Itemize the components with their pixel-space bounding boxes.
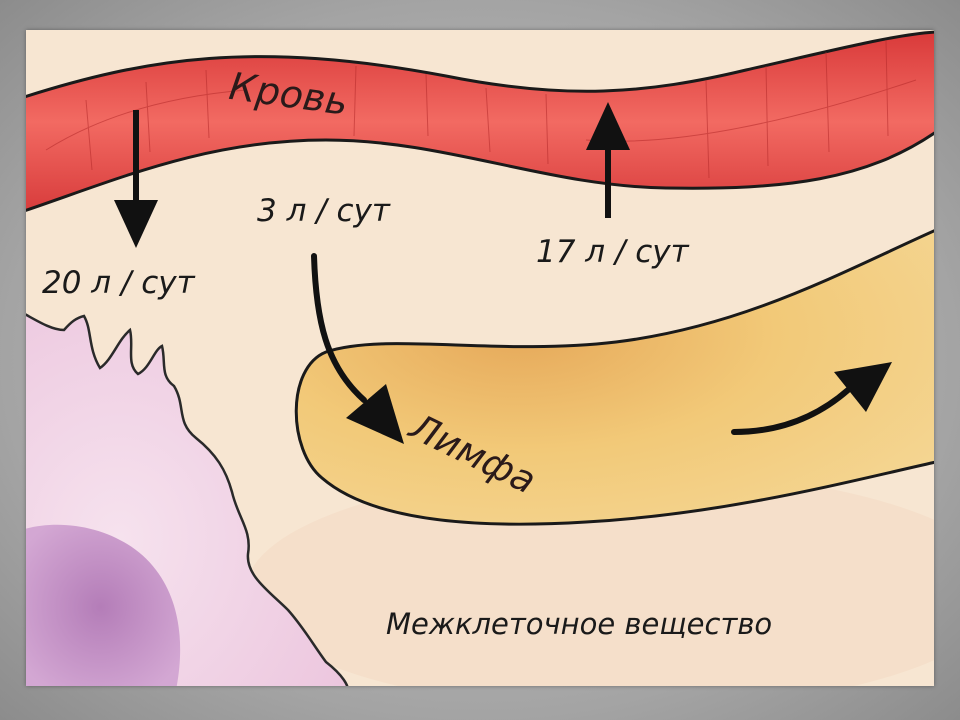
- filtration-arrow: [114, 110, 158, 248]
- cell-nucleus: [26, 524, 181, 686]
- reabsorption-rate-label: 17 л / сут: [536, 234, 689, 270]
- blood-vessel-texture: [45, 39, 917, 179]
- filtration-rate-label: 20 л / сут: [42, 265, 195, 301]
- reabsorption-arrow: [586, 102, 630, 218]
- intercellular-substance-label: Межклеточное вещество: [386, 607, 773, 641]
- diagram-scene: Кровь 20 л / сут 3 л / сут 17 л / сут Ли…: [26, 30, 934, 686]
- blood-vessel: [26, 30, 934, 212]
- intercellular-shading: [246, 470, 934, 686]
- lymph-flow-arrow: [731, 362, 892, 435]
- lymph-formation-arrow: [311, 253, 404, 444]
- lymph-formation-rate-label: 3 л / сут: [257, 193, 390, 229]
- lymph-vessel: [294, 229, 934, 526]
- diagram-drawing: [26, 30, 934, 686]
